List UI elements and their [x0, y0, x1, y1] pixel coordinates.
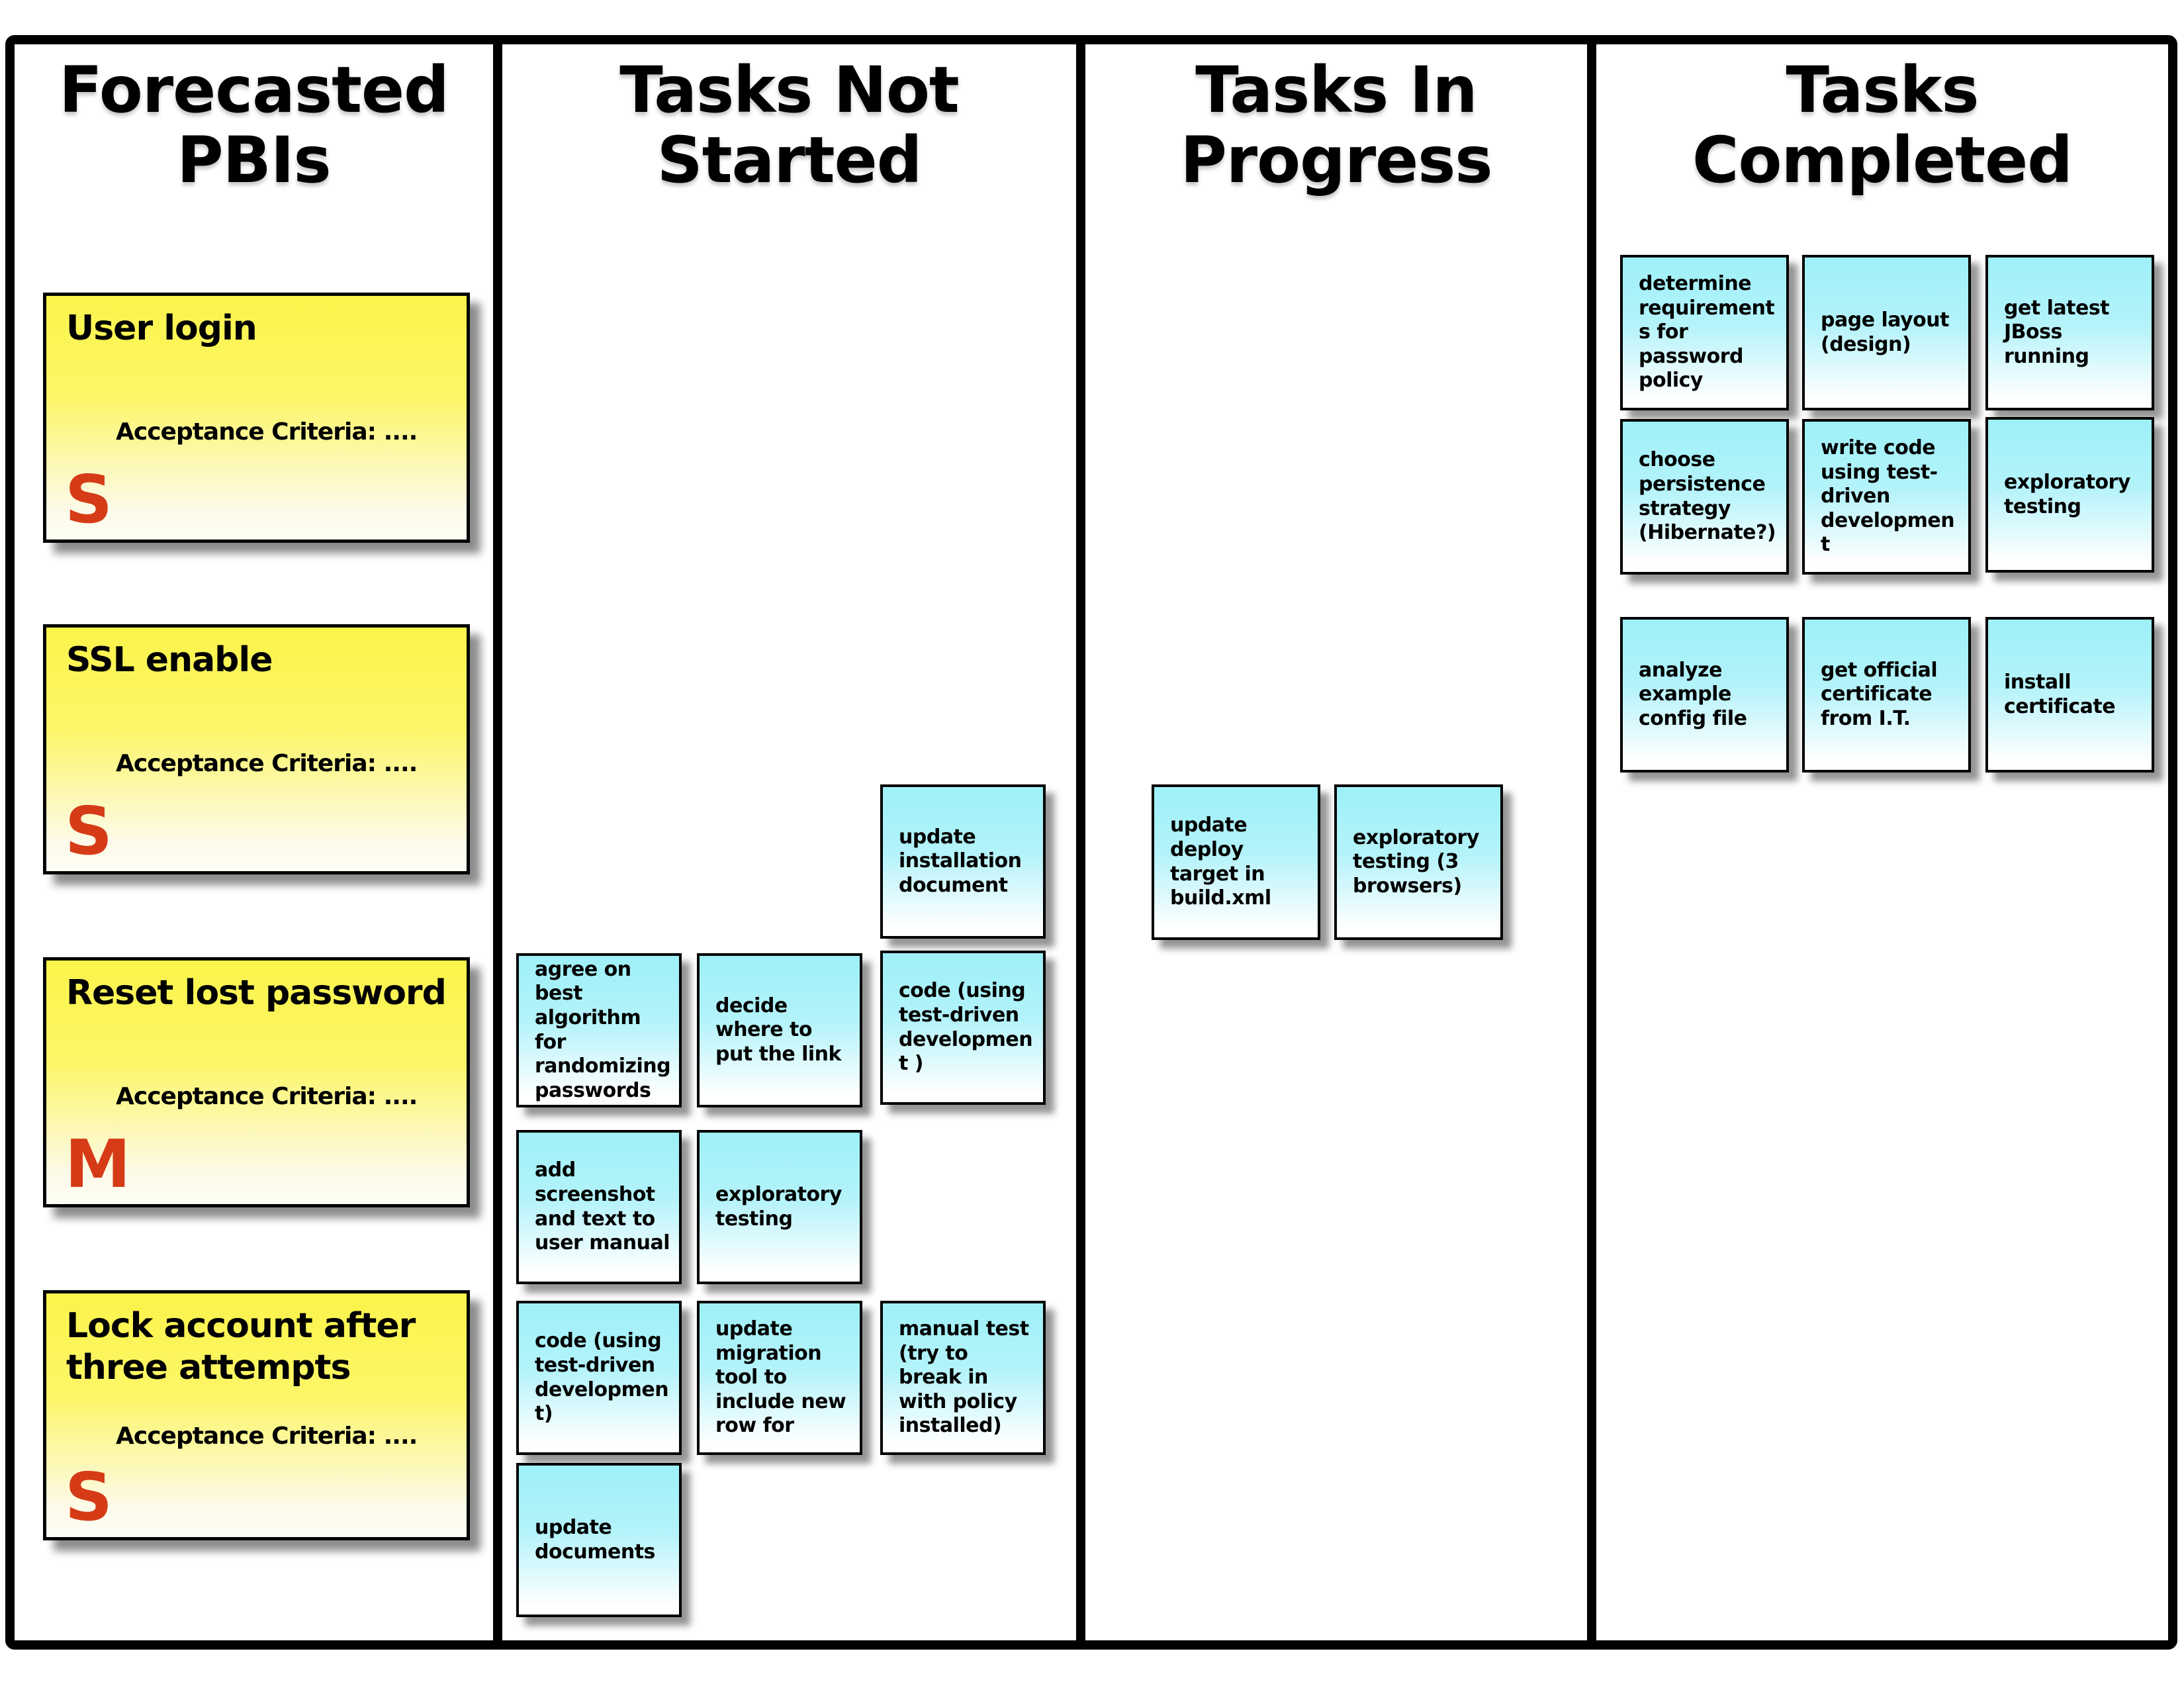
- header-line: Started: [657, 122, 923, 197]
- note-exploratory-testing-3-browsers[interactable]: exploratory testing (3 browsers): [1334, 784, 1503, 940]
- column-header-forecasted-pbis: Forecasted PBIs: [15, 53, 493, 197]
- note-update-installation-document[interactable]: update installation document: [880, 784, 1046, 939]
- note-text: install certificate: [2004, 670, 2116, 718]
- column-divider-3: [1587, 41, 1596, 1645]
- pbi-acceptance-criteria: Acceptance Criteria: ....: [116, 750, 418, 777]
- note-text: get latest JBoss running: [2004, 296, 2110, 368]
- column-divider-1: [493, 41, 502, 1645]
- note-get-official-certificate[interactable]: get official certificate from I.T.: [1802, 617, 1971, 773]
- pbi-size-estimate: S: [65, 1458, 113, 1536]
- note-manual-test-break-in[interactable]: manual test (try to break in with policy…: [880, 1301, 1046, 1455]
- note-text: decide where to put the link: [715, 994, 841, 1066]
- note-analyze-example-config-file[interactable]: analyze example config file: [1620, 617, 1789, 773]
- note-text: get official certificate from I.T.: [1821, 658, 1938, 730]
- note-text: exploratory testing: [715, 1182, 842, 1231]
- note-choose-persistence-strategy[interactable]: choose persistence strategy (Hibernate?): [1620, 419, 1789, 575]
- note-text: update documents: [535, 1515, 655, 1564]
- note-text: choose persistence strategy (Hibernate?): [1639, 448, 1776, 545]
- pbi-size-estimate: S: [65, 792, 113, 870]
- header-line: Tasks: [1786, 53, 1979, 127]
- note-text: update migration tool to include new row…: [715, 1317, 846, 1438]
- note-text: update deploy target in build.xml: [1170, 814, 1271, 910]
- note-code-test-driven-2[interactable]: code (using test-driven development): [516, 1301, 682, 1455]
- note-text: manual test (try to break in with policy…: [899, 1317, 1029, 1438]
- column-header-tasks-not-started: Tasks Not Started: [502, 53, 1076, 197]
- header-line: PBIs: [177, 122, 331, 197]
- pbi-acceptance-criteria: Acceptance Criteria: ....: [116, 418, 418, 445]
- column-header-tasks-in-progress: Tasks In Progress: [1085, 53, 1587, 197]
- note-update-deploy-target[interactable]: update deploy target in build.xml: [1152, 784, 1320, 940]
- note-update-documents[interactable]: update documents: [516, 1463, 682, 1617]
- pbi-title: SSL enable: [66, 640, 273, 680]
- note-exploratory-testing-not-started[interactable]: exploratory testing: [697, 1130, 862, 1284]
- note-text: exploratory testing: [2004, 470, 2130, 518]
- header-line: Completed: [1692, 122, 2073, 197]
- pbi-size-estimate: S: [65, 461, 113, 538]
- header-line: Tasks Not: [619, 53, 960, 127]
- column-header-tasks-completed: Tasks Completed: [1596, 53, 2168, 197]
- header-line: Progress: [1180, 122, 1492, 197]
- note-install-certificate[interactable]: install certificate: [1985, 617, 2154, 773]
- pbi-acceptance-criteria: Acceptance Criteria: ....: [116, 1083, 418, 1110]
- note-get-latest-jboss-running[interactable]: get latest JBoss running: [1985, 255, 2154, 410]
- note-text: agree on best algorithm for randomizing …: [535, 957, 671, 1102]
- note-page-layout-design[interactable]: page layout (design): [1802, 255, 1971, 410]
- pbi-card-lock-account[interactable]: Lock account after three attempts Accept…: [43, 1290, 470, 1540]
- note-write-code-test-driven[interactable]: write code using test-driven development: [1802, 419, 1971, 575]
- note-decide-where-to-put-link[interactable]: decide where to put the link: [697, 953, 862, 1107]
- header-line: Tasks In: [1195, 53, 1478, 127]
- note-text: code (using test-driven development): [535, 1329, 669, 1426]
- note-exploratory-testing-completed[interactable]: exploratory testing: [1985, 417, 2154, 573]
- pbi-acceptance-criteria: Acceptance Criteria: ....: [116, 1423, 418, 1450]
- header-line: Forecasted: [59, 53, 449, 127]
- note-text: determine requirements for password poli…: [1639, 272, 1775, 393]
- pbi-title: User login: [66, 308, 257, 348]
- column-divider-2: [1076, 41, 1085, 1645]
- pbi-title: Lock account after three attempts: [66, 1306, 416, 1388]
- pbi-card-reset-lost-password[interactable]: Reset lost password Acceptance Criteria:…: [43, 957, 470, 1207]
- note-agree-on-best-algorithm[interactable]: agree on best algorithm for randomizing …: [516, 953, 682, 1107]
- pbi-title: Reset lost password: [66, 973, 447, 1013]
- note-text: page layout (design): [1821, 308, 1949, 356]
- note-text: write code using test-driven development: [1821, 436, 1955, 557]
- pbi-card-user-login[interactable]: User login Acceptance Criteria: .... S: [43, 293, 470, 543]
- note-code-test-driven-1[interactable]: code (using test-driven development ): [880, 951, 1046, 1105]
- pbi-card-ssl-enable[interactable]: SSL enable Acceptance Criteria: .... S: [43, 624, 470, 874]
- note-text: analyze example config file: [1639, 658, 1747, 730]
- note-text: update installation document: [899, 825, 1022, 897]
- note-text: add screenshot and text to user manual: [535, 1158, 670, 1255]
- note-update-migration-tool[interactable]: update migration tool to include new row…: [697, 1301, 862, 1455]
- note-determine-password-policy-requirements[interactable]: determine requirements for password poli…: [1620, 255, 1789, 410]
- note-text: code (using test-driven development ): [899, 979, 1033, 1076]
- note-add-screenshot-user-manual[interactable]: add screenshot and text to user manual: [516, 1130, 682, 1284]
- note-text: exploratory testing (3 browsers): [1353, 825, 1479, 898]
- pbi-size-estimate: M: [65, 1125, 131, 1203]
